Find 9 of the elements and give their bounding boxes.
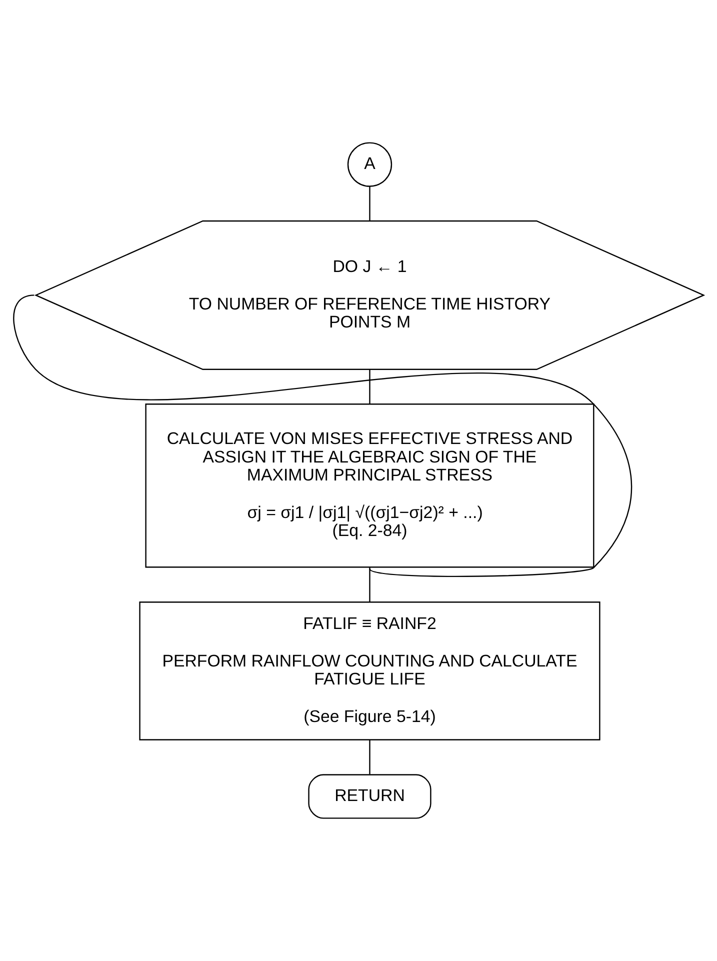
node-box: RETURN: [308, 774, 432, 819]
connector: [13, 294, 632, 577]
connector: [369, 186, 370, 222]
connector: [369, 740, 370, 774]
node-circle: A: [347, 142, 392, 187]
connector: [369, 568, 370, 602]
node-box: FATLIF ≡ RAINF2 PERFORM RAINFLOW COUNTING AND CALCULATE FATIGUE LIFE (See Figure 5-14): [139, 602, 600, 740]
node-box: CALCULATE VON MISES EFFECTIVE STRESS AND ASSIGN IT THE ALGEBRAIC SIGN OF THE MAXIMUM PRINCIPAL STRESS σj = σj1 / |σj1| √((σj1−σj2)² + ...) (Eq. 2-84): [145, 404, 594, 568]
connector: [369, 370, 370, 404]
